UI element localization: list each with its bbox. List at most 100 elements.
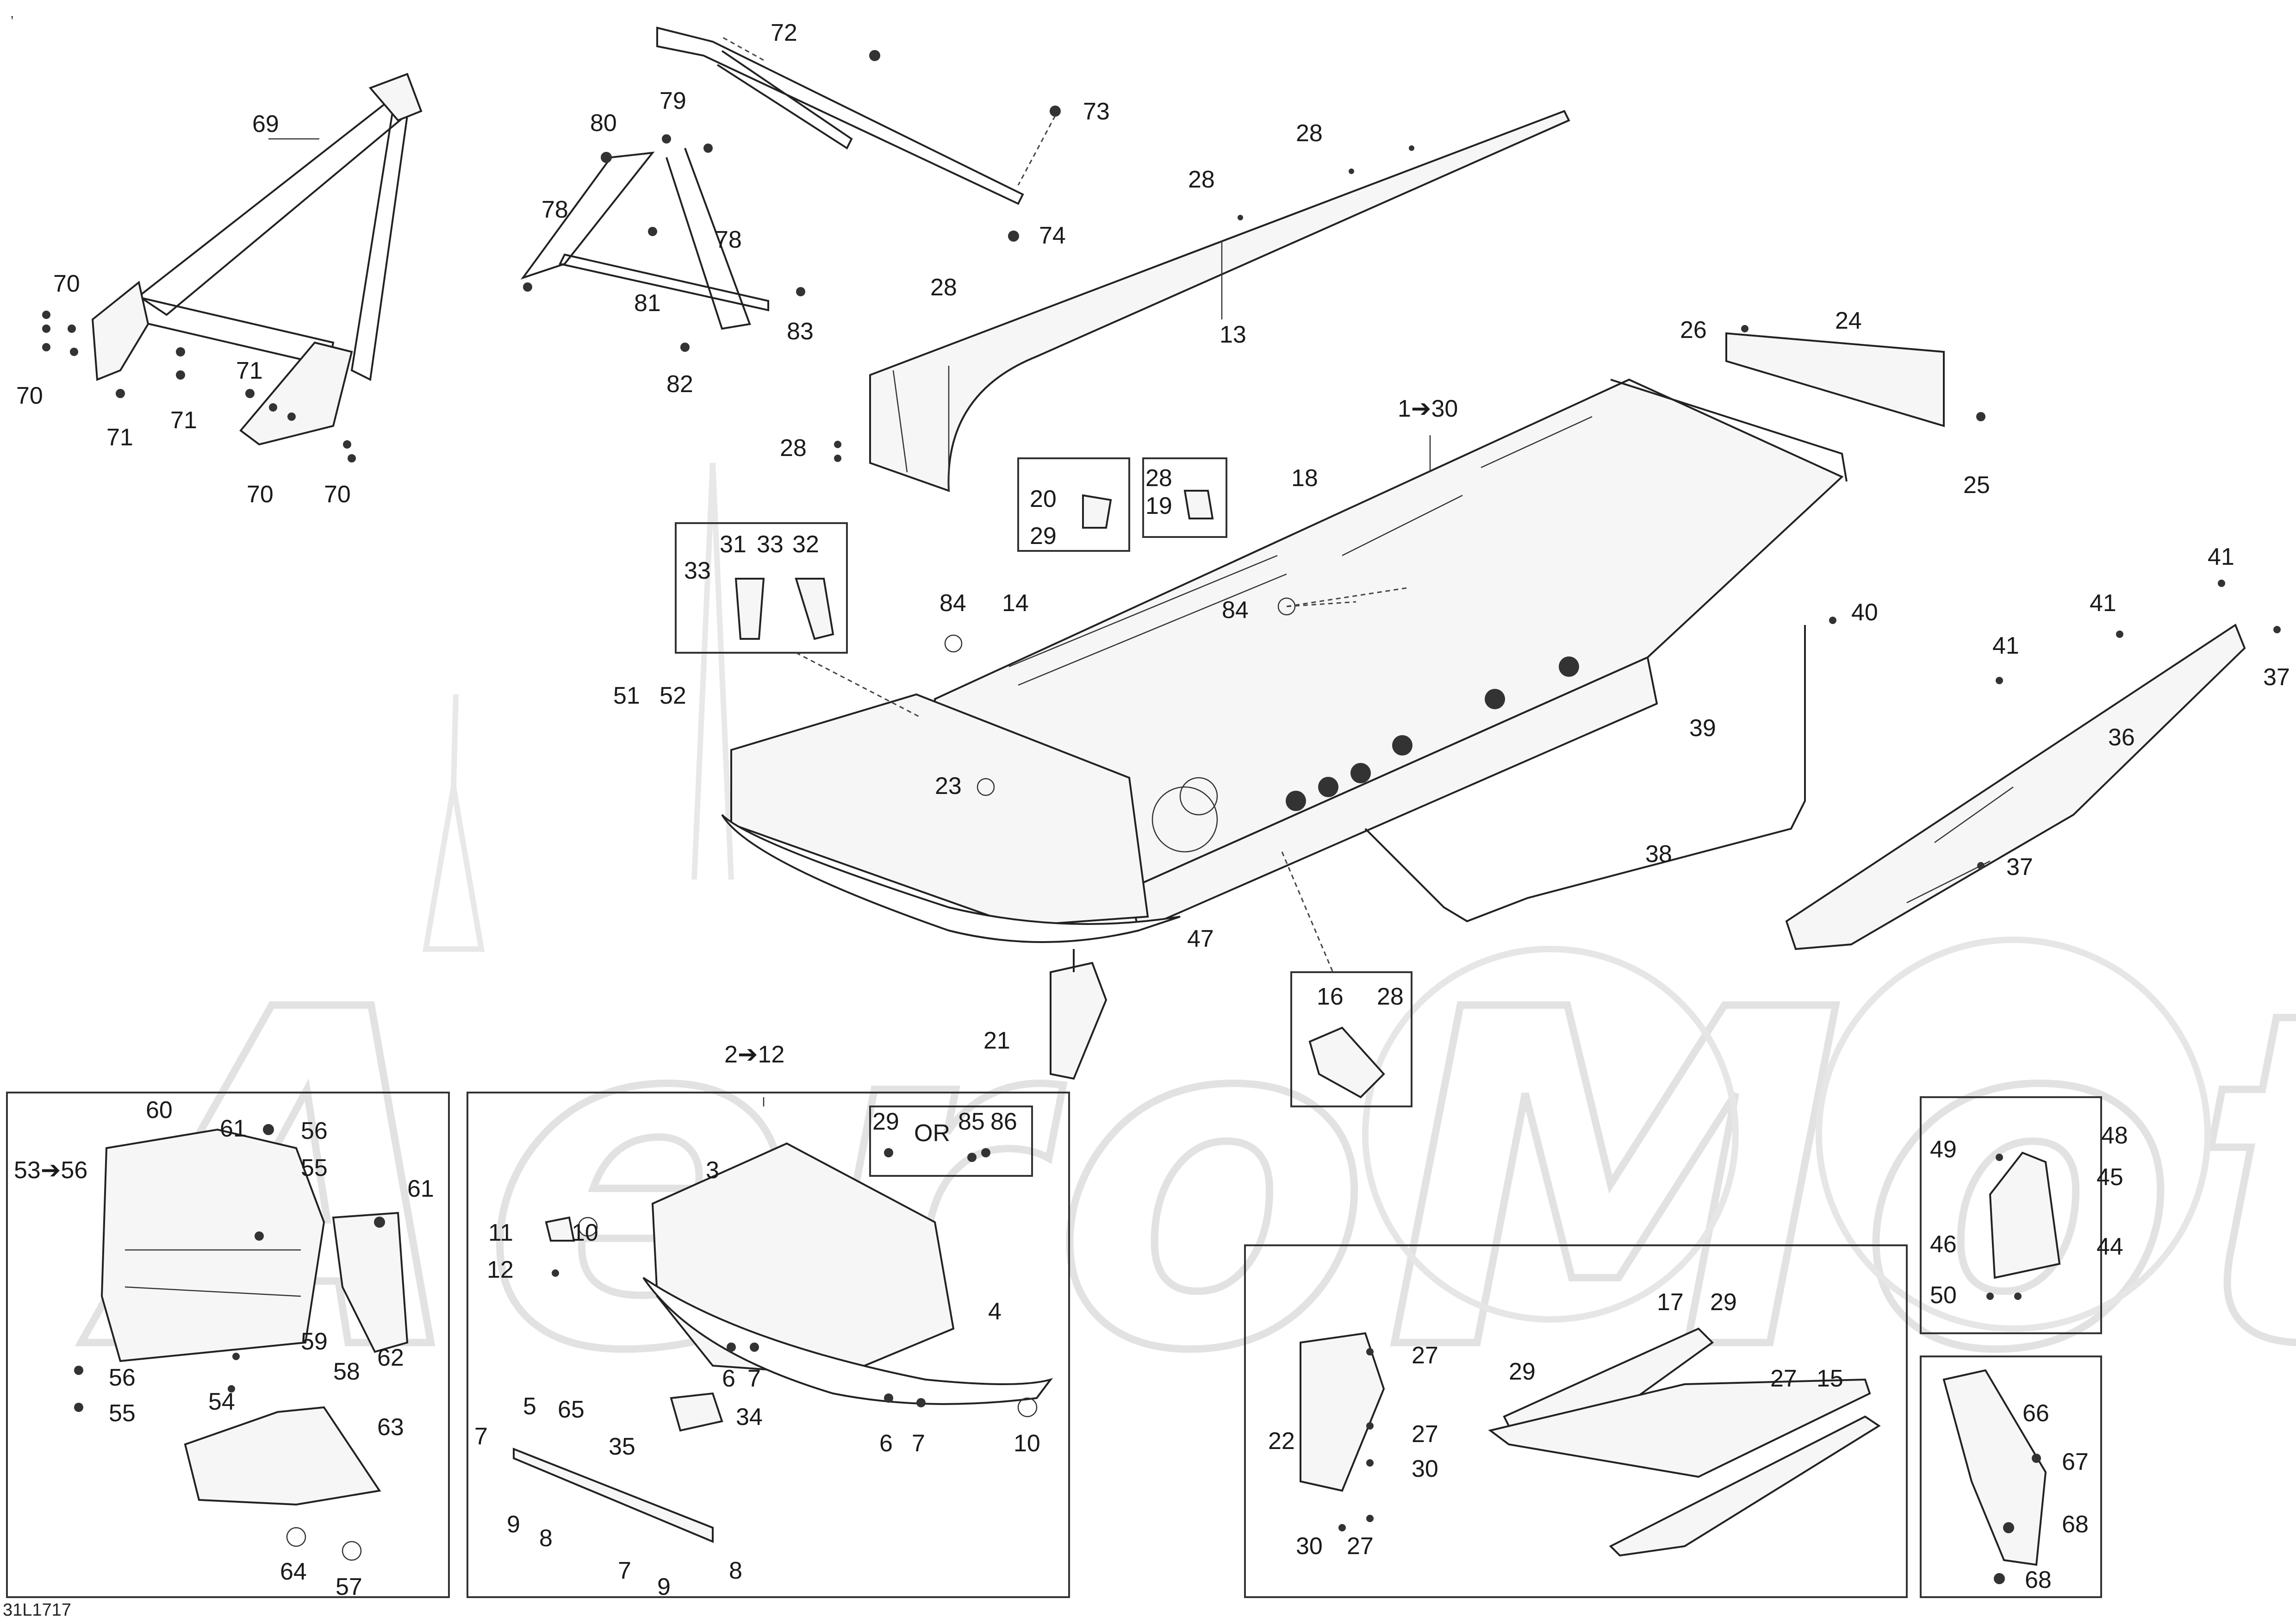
callout-15: 15 <box>1817 1365 1843 1392</box>
box-31-33 <box>675 522 848 654</box>
callout-58: 58 <box>333 1358 360 1385</box>
callout-8-b: 8 <box>729 1557 742 1584</box>
callout-41-c: 41 <box>1992 632 2019 659</box>
box-15-30 <box>1244 1244 1908 1598</box>
callout-29-a: 29 <box>1030 523 1057 550</box>
callout-55-b: 55 <box>109 1400 136 1427</box>
callout-67: 67 <box>2062 1449 2089 1475</box>
callout-37-a: 37 <box>2263 664 2290 691</box>
steering-support-group <box>42 73 423 462</box>
callout-labels: 69 72 73 74 79 80 78 78 81 82 83 70 70 7… <box>14 19 2290 1600</box>
callout-12: 12 <box>487 1256 514 1283</box>
box-28-19 <box>1142 457 1227 538</box>
callout-60: 60 <box>146 1097 173 1124</box>
callout-28-c: 28 <box>930 274 957 301</box>
callout-6-a: 6 <box>722 1365 735 1392</box>
callout-7-d: 7 <box>618 1557 631 1584</box>
callout-56-b: 56 <box>109 1364 136 1391</box>
callout-9-a: 9 <box>507 1511 520 1538</box>
callout-72: 72 <box>771 19 797 46</box>
callout-or: OR <box>914 1120 950 1147</box>
callout-29-d: 29 <box>1509 1358 1536 1385</box>
callout-80: 80 <box>590 110 617 137</box>
callout-27-d: 27 <box>1347 1533 1374 1560</box>
callout-74: 74 <box>1039 222 1066 249</box>
callout-20: 20 <box>1030 486 1057 512</box>
callout-7-c: 7 <box>474 1423 488 1450</box>
callout-61-a: 61 <box>220 1115 247 1142</box>
callout-63: 63 <box>377 1414 404 1441</box>
callout-7-a: 7 <box>747 1365 761 1392</box>
callout-71-c: 71 <box>236 357 263 384</box>
corner-mark: , <box>10 6 14 21</box>
callout-51: 51 <box>613 682 640 709</box>
callout-54: 54 <box>208 1388 235 1415</box>
callout-27-a: 27 <box>1412 1342 1438 1369</box>
callout-69: 69 <box>252 111 279 137</box>
callout-23: 23 <box>935 773 962 800</box>
callout-83: 83 <box>787 318 814 345</box>
running-board-parts <box>1364 325 2281 950</box>
callout-40: 40 <box>1851 599 1878 626</box>
callout-85: 85 <box>958 1108 985 1135</box>
box-20-29 <box>1017 457 1130 552</box>
callout-50: 50 <box>1930 1282 1957 1309</box>
callout-5: 5 <box>523 1393 536 1420</box>
callout-70-a: 70 <box>53 270 80 297</box>
main-chassis <box>721 378 1848 943</box>
callout-35: 35 <box>609 1433 635 1460</box>
callout-4: 4 <box>988 1298 1002 1325</box>
callout-41-b: 41 <box>2090 590 2116 617</box>
callout-57: 57 <box>336 1574 362 1600</box>
callout-22: 22 <box>1268 1428 1295 1455</box>
callout-28-f: 28 <box>1377 983 1404 1010</box>
callout-78-right: 78 <box>715 226 742 253</box>
callout-10-a: 10 <box>572 1219 598 1246</box>
callout-46: 46 <box>1930 1231 1957 1258</box>
callout-10-b: 10 <box>1014 1430 1040 1457</box>
callout-30-a: 30 <box>1412 1455 1438 1482</box>
callout-86: 86 <box>990 1108 1017 1135</box>
callout-55-a: 55 <box>301 1155 328 1181</box>
callout-34: 34 <box>736 1404 763 1430</box>
callout-11: 11 <box>488 1219 513 1246</box>
callout-27-c: 27 <box>1412 1421 1438 1448</box>
box-66-68 <box>1920 1355 2102 1598</box>
callout-68-b: 68 <box>2025 1567 2052 1593</box>
callout-28-e: 28 <box>1145 465 1172 492</box>
diagram-id: 31L1717 <box>3 1600 71 1620</box>
callout-25: 25 <box>1963 472 1990 499</box>
callout-2-12: 2➔12 <box>724 1041 784 1068</box>
callout-16: 16 <box>1317 983 1344 1010</box>
box-44-50 <box>1920 1096 2102 1334</box>
callout-64: 64 <box>280 1558 307 1585</box>
callout-6-b: 6 <box>879 1430 893 1457</box>
callout-38: 38 <box>1645 841 1672 868</box>
callout-71-b: 71 <box>170 407 197 434</box>
callout-65: 65 <box>558 1396 585 1423</box>
callout-44: 44 <box>2097 1233 2123 1260</box>
callout-13: 13 <box>1220 321 1246 348</box>
watermark: AeroMoto <box>71 462 2296 1455</box>
callout-59: 59 <box>301 1328 328 1355</box>
box-29-85-86 <box>869 1106 1033 1177</box>
callout-17: 17 <box>1657 1289 1684 1316</box>
callout-53-56: 53➔56 <box>14 1157 87 1184</box>
callout-28-d: 28 <box>780 435 807 462</box>
callout-70-c: 70 <box>247 481 274 508</box>
callout-33-a: 33 <box>757 531 784 558</box>
callout-84-a: 84 <box>940 590 966 617</box>
callout-33-b: 33 <box>684 557 711 584</box>
callout-39: 39 <box>1689 715 1716 742</box>
callout-3: 3 <box>706 1157 719 1184</box>
inset-boxes-top <box>675 457 1412 1107</box>
callout-68-a: 68 <box>2062 1511 2089 1538</box>
callout-49: 49 <box>1930 1136 1957 1163</box>
callout-21: 21 <box>983 1027 1010 1054</box>
callout-28-b: 28 <box>1188 166 1215 193</box>
callout-47: 47 <box>1187 925 1214 952</box>
callout-7-b: 7 <box>912 1430 925 1457</box>
box-53-64 <box>6 1092 450 1598</box>
callout-45: 45 <box>2097 1164 2123 1191</box>
